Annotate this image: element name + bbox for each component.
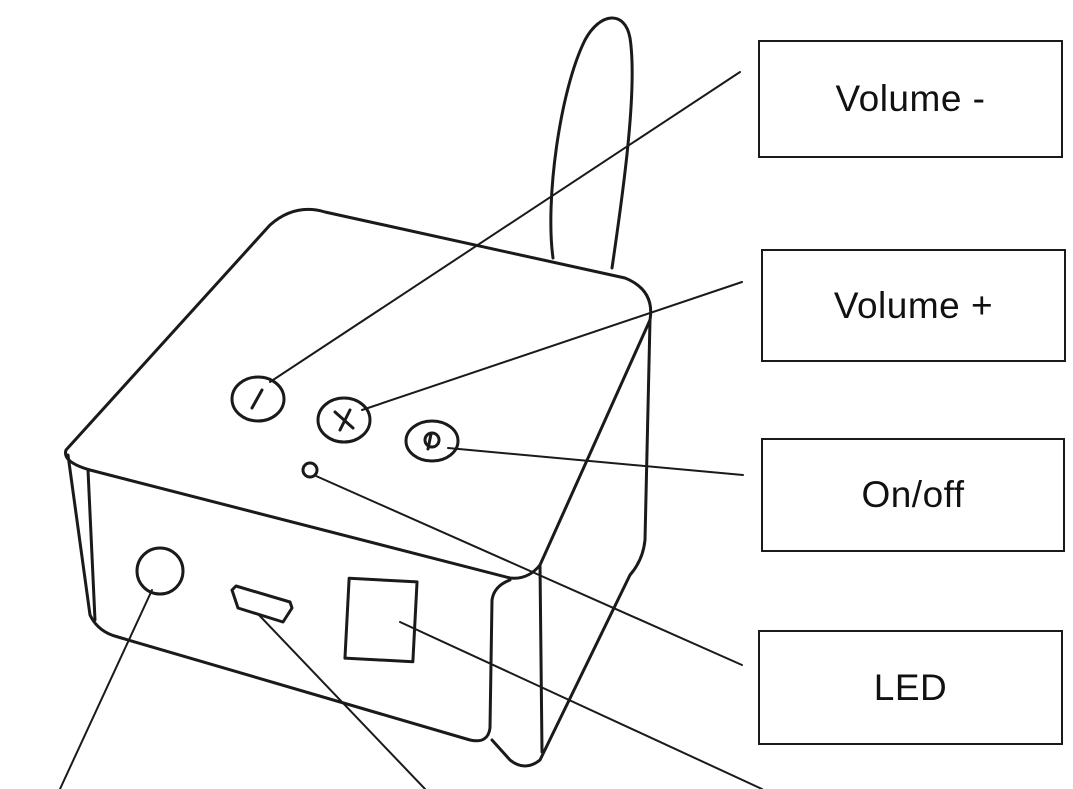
on-off-label-box: On/off xyxy=(761,438,1065,552)
volume-plus-label-box: Volume + xyxy=(761,249,1066,362)
led-label-box: LED xyxy=(758,630,1063,745)
volume-minus-label: Volume - xyxy=(835,78,986,119)
led-indicator xyxy=(303,463,317,477)
usb-port xyxy=(232,586,292,622)
volume-plus-label: Volume + xyxy=(833,284,994,326)
led-label: LED xyxy=(873,666,948,708)
leader-audio-jack xyxy=(60,590,152,789)
front-bottom-edge xyxy=(88,470,95,620)
audio-jack-port xyxy=(137,548,183,594)
plus-symbol-b xyxy=(340,410,350,430)
antenna xyxy=(551,18,632,268)
optical-port xyxy=(345,578,417,661)
device-front-face xyxy=(68,455,510,741)
volume-minus-label-box: Volume - xyxy=(758,40,1063,158)
leader-volume-minus xyxy=(270,72,740,382)
power-button xyxy=(406,421,458,461)
minus-symbol xyxy=(252,390,262,408)
on-off-label: On/off xyxy=(861,474,965,515)
leader-on-off xyxy=(448,448,743,475)
leader-volume-plus xyxy=(362,282,742,410)
device-right-face xyxy=(492,320,650,766)
volume-plus-button xyxy=(318,398,370,442)
right-face-inner-edge xyxy=(540,565,542,752)
leader-optical xyxy=(400,622,762,789)
leader-usb xyxy=(258,614,425,789)
device-top-face xyxy=(66,209,651,578)
power-symbol-stem xyxy=(428,434,431,449)
leader-led xyxy=(316,476,742,665)
volume-minus-button xyxy=(232,377,284,421)
